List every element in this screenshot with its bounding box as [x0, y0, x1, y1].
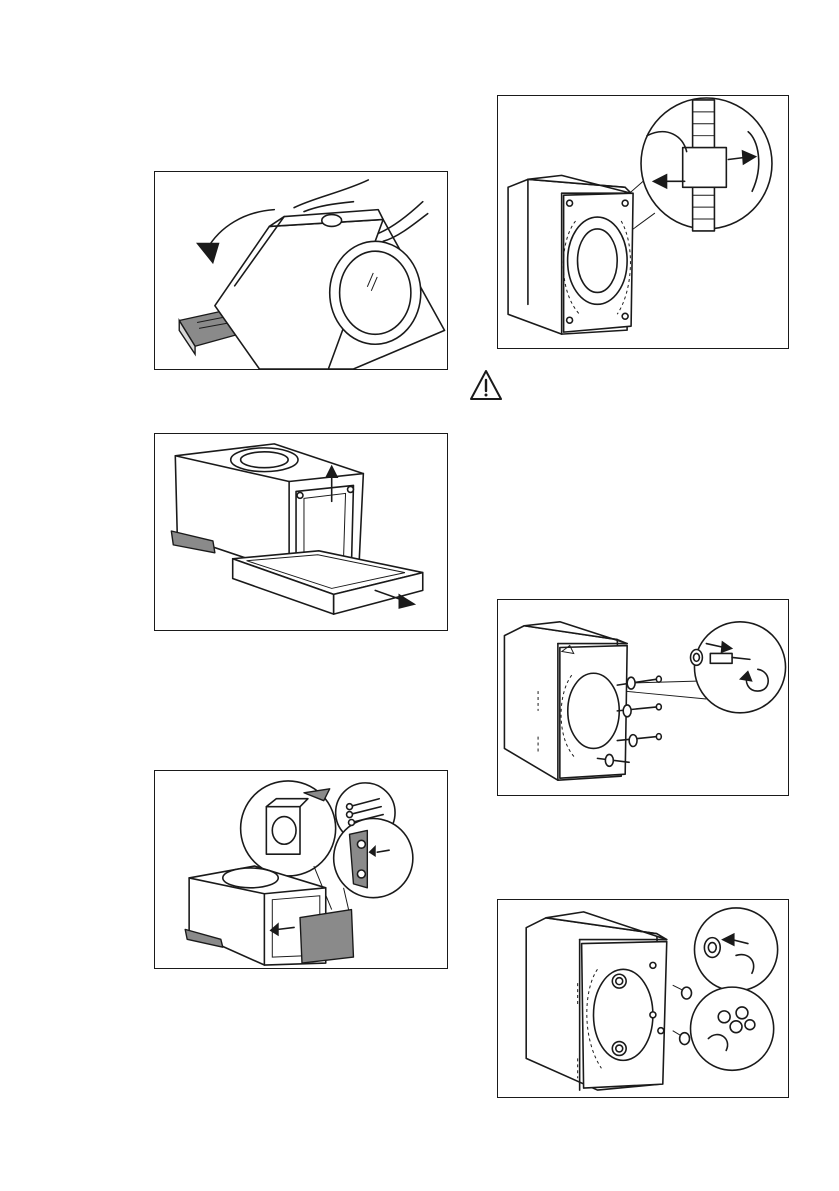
remove-transit-bolts-illustration [498, 600, 788, 795]
figure-remove-base [154, 433, 448, 631]
tilt-machine-illustration [155, 172, 447, 369]
figure-insert-caps [497, 899, 789, 1098]
remove-packaging-base-illustration [155, 434, 447, 630]
insert-bottom-panel-illustration [155, 771, 447, 968]
insert-plastic-caps-illustration [498, 900, 788, 1097]
figure-tilt-machine [154, 171, 448, 370]
figure-release-hose [497, 95, 789, 349]
figure-insert-panel [154, 770, 448, 969]
figure-remove-bolts [497, 599, 789, 796]
release-hose-clip-illustration [498, 96, 788, 348]
warning-triangle-icon [469, 369, 503, 401]
